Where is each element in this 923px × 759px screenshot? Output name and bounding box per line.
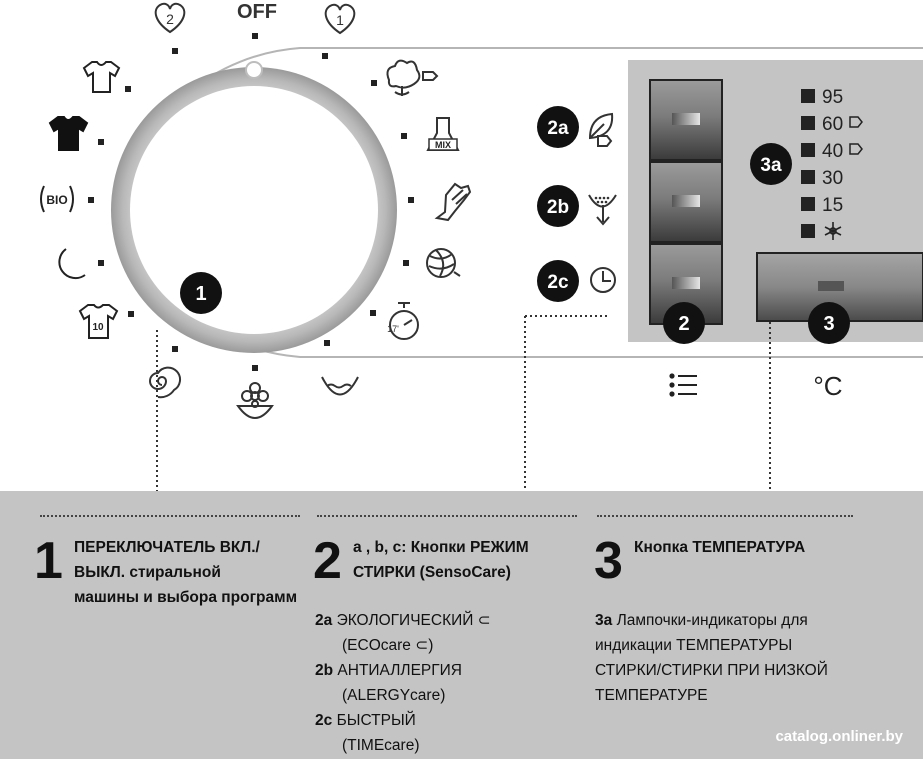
svg-text:10: 10 (92, 322, 104, 333)
spin-icon (149, 366, 181, 399)
dial-badge: 1 (180, 272, 222, 314)
legend-2-number: 2 (313, 532, 342, 590)
temperature-badge: 3 (808, 302, 850, 344)
legend-2a-sub: (ECOcare ⊂) (342, 637, 434, 654)
list-menu-icon (669, 373, 697, 397)
svg-text:40: 40 (822, 141, 843, 162)
cotton-eco-icon (386, 59, 439, 96)
delicates-icon (236, 382, 274, 419)
dial-indicator-notch (245, 61, 263, 79)
program-position-dots (88, 33, 414, 371)
sensocare-group-badge: 2 (663, 302, 705, 344)
legend-separator-1 (40, 515, 300, 517)
legend-2c-item: 2c БЫСТРЫЙ (315, 712, 416, 729)
sensocare-button-2a[interactable] (649, 79, 723, 161)
legend-2b-sub: (ALERGYcare) (342, 687, 446, 704)
wool-icon (426, 248, 461, 278)
time-clock-icon (590, 267, 616, 293)
svg-text:95: 95 (822, 87, 843, 108)
svg-text:2b: 2b (547, 197, 569, 218)
temp-led-95: 95 (801, 87, 843, 108)
moon-icon (58, 248, 86, 280)
badge-2a: 2a (537, 106, 579, 148)
sensocare-button-2b[interactable] (649, 161, 723, 243)
legend-area (0, 491, 923, 759)
eco-mark-icon (849, 116, 863, 128)
legend-3-text: Кнопка ТЕМПЕРАТУРА (634, 539, 806, 556)
callout-leaders (156, 315, 771, 491)
svg-text:15: 15 (822, 195, 843, 216)
temp-led-cold (801, 222, 842, 240)
program-dial[interactable] (111, 61, 397, 353)
rinse-icon (321, 376, 359, 396)
badge-3a: 3a (750, 143, 792, 185)
badge-2c: 2c (537, 260, 579, 302)
mix-icon: MIX (426, 117, 460, 151)
allergy-shower-icon (588, 194, 617, 226)
legend-3-number: 3 (594, 532, 623, 590)
bio-icon: BIO (40, 185, 74, 213)
svg-text:1: 1 (336, 12, 344, 28)
snowflake-icon (824, 222, 842, 240)
heart-2-icon: 2 (154, 2, 186, 34)
timer-17-icon: 17' (387, 302, 419, 340)
temperature-led-list: 95 60 40 30 15 (801, 87, 863, 240)
legend-1-number: 1 (34, 532, 63, 590)
eco-mark-icon (849, 143, 863, 155)
celsius-icon: °C (813, 371, 842, 401)
legend-separator-2 (317, 515, 577, 517)
badge-2b: 2b (537, 185, 579, 227)
legend-2-items: 2a ЭКОЛОГИЧЕСКИЙ ⊂ (ECOcare ⊂) 2b АНТИАЛ… (315, 608, 575, 758)
svg-text:2: 2 (678, 313, 689, 335)
off-label: OFF (237, 1, 277, 23)
svg-text:MIX: MIX (435, 140, 451, 150)
control-panel-drawing: 1 OFF 2 1 BIO (40, 1, 923, 491)
svg-text:2: 2 (166, 11, 174, 27)
svg-text:2c: 2c (547, 272, 569, 293)
svg-text:3a: 3a (760, 155, 782, 176)
eco-leaf-icon (588, 112, 614, 147)
svg-text:60: 60 (822, 114, 843, 135)
svg-text:1: 1 (195, 283, 206, 305)
svg-text:2a: 2a (547, 118, 569, 139)
svg-text:BIO: BIO (46, 193, 67, 207)
heart-1-icon: 1 (324, 3, 356, 35)
legend-separator-3 (597, 515, 853, 517)
temp-led-15: 15 (801, 195, 843, 216)
legend-2a-item: 2a ЭКОЛОГИЧЕСКИЙ ⊂ (315, 612, 491, 629)
legend-2b-item: 2b АНТИАЛЛЕРГИЯ (315, 662, 462, 679)
legend-1-text: ПЕРЕКЛЮЧАТЕЛЬ ВКЛ./ ВЫКЛ. стиральной маш… (74, 539, 298, 606)
watermark: catalog.onliner.by (775, 728, 903, 745)
svg-text:17': 17' (387, 324, 399, 334)
legend-2-text: a , b, c: Кнопки РЕЖИМ СТИРКИ (SensoCare… (353, 539, 529, 581)
legend-2c-sub: (TIMEcare) (342, 737, 420, 754)
sport-shirt-icon: 10 (78, 304, 119, 339)
tshirt-icon (82, 61, 121, 93)
temp-led-40: 40 (801, 141, 863, 162)
svg-text:3: 3 (823, 313, 834, 335)
legend-3a-text: 3a Лампочки-индикаторы для индикации ТЕМ… (595, 612, 828, 704)
dark-tshirt-icon (48, 116, 89, 151)
svg-text:30: 30 (822, 168, 843, 189)
hand-wash-icon (434, 182, 472, 222)
temp-led-30: 30 (801, 168, 843, 189)
temp-led-60: 60 (801, 114, 863, 135)
